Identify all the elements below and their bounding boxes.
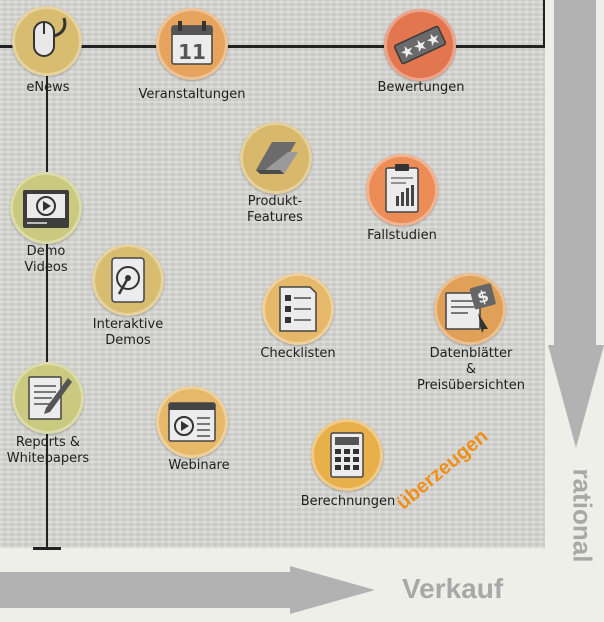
calculator-icon — [330, 432, 364, 478]
rational-label: rational — [567, 468, 598, 563]
reports-label: Reports & Whitepapers — [6, 435, 90, 466]
veranstaltungen-label: Veranstaltungen — [138, 87, 246, 102]
datenblaetter-label: Datenblätter & Preisübersichten — [417, 346, 526, 393]
veranstaltungen-circle: 11 — [156, 8, 228, 80]
verkauf-arrow — [0, 566, 375, 614]
fallstudien-circle — [366, 154, 438, 226]
checklisten-circle — [262, 273, 334, 345]
bewertungen-label: Bewertungen — [377, 80, 465, 95]
document-pen-icon — [28, 376, 72, 420]
video-player-icon — [23, 190, 69, 228]
calendar-icon — [171, 21, 213, 65]
right-vertical-connector — [543, 0, 545, 47]
berechnungen-circle — [311, 419, 383, 491]
demo-videos-label: Demo Videos — [24, 244, 68, 275]
disk-drive-icon — [111, 257, 145, 303]
interaktive-demos-circle — [92, 244, 164, 316]
fallstudien-label: Fallstudien — [367, 228, 437, 243]
enews-label: eNews — [26, 80, 70, 95]
top-horizontal-connector — [0, 45, 545, 48]
produkt-features-circle — [240, 122, 312, 194]
bewertungen-circle: ★★★ — [384, 9, 456, 81]
interaktive-demos-label: Interaktive Demos — [92, 317, 164, 348]
datenblaetter-circle: $ — [434, 273, 506, 345]
feature-icon — [256, 142, 298, 174]
mouse-icon — [33, 17, 67, 57]
price-sheet-icon: $ — [445, 283, 496, 333]
berechnungen-label: Berechnungen — [300, 494, 396, 509]
webinare-circle — [156, 386, 228, 458]
left-vertical-connector — [46, 70, 48, 548]
webinare-label: Webinare — [168, 458, 230, 473]
clipboard-chart-icon — [385, 164, 419, 213]
enews-circle — [12, 6, 82, 76]
svg-text:$: $ — [475, 286, 491, 307]
reports-circle — [12, 362, 84, 434]
diagram-background — [0, 0, 545, 548]
stars-icon: ★★★ — [393, 25, 447, 65]
bottom-end-cap — [33, 547, 61, 550]
produkt-features-label: Produkt- Features — [247, 194, 303, 225]
demo-videos-circle — [10, 172, 82, 244]
verkauf-label: Verkauf — [402, 573, 504, 604]
webinar-window-icon — [168, 402, 216, 442]
checklist-icon — [279, 286, 317, 332]
checklisten-label: Checklisten — [260, 346, 336, 361]
calendar-day: 11 — [178, 40, 206, 64]
rational-arrow — [548, 0, 604, 448]
